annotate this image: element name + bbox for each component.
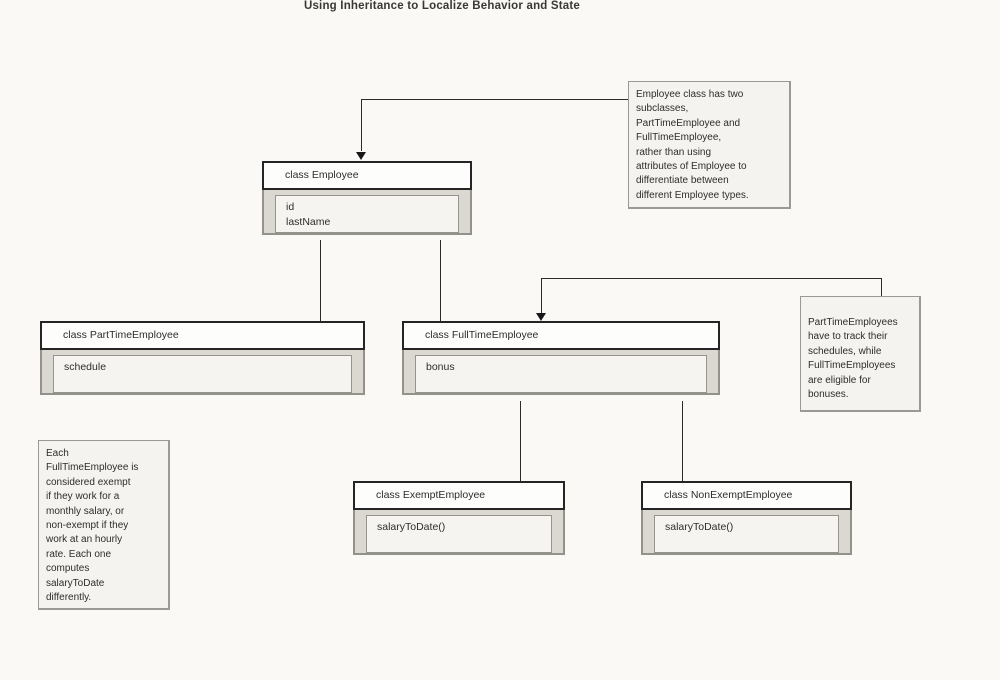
class-members: id lastName — [275, 195, 459, 233]
connector-note-to-fulltime — [881, 278, 882, 296]
class-members: schedule — [53, 355, 352, 393]
class-members: salaryToDate() — [366, 515, 552, 553]
note-exempt-nonexempt: Each FullTimeEmployee is considered exem… — [38, 440, 170, 610]
class-box-parttimeemployee: class PartTimeEmployee schedule — [40, 321, 365, 395]
class-header: class Employee — [262, 161, 472, 190]
class-box-exemptemployee: class ExemptEmployee salaryToDate() — [353, 481, 565, 555]
connector-note-to-fulltime — [541, 278, 542, 313]
class-body: salaryToDate() — [353, 510, 565, 555]
connector-fulltime-nonexempt — [682, 401, 683, 481]
class-header: class PartTimeEmployee — [40, 321, 365, 350]
class-header: class FullTimeEmployee — [402, 321, 720, 350]
connector-arrowhead-down-icon — [356, 152, 366, 160]
connector-employee-parttime — [320, 240, 321, 321]
class-body: salaryToDate() — [641, 510, 852, 555]
connector-employee-fulltime — [440, 240, 441, 321]
connector-note-to-fulltime — [541, 278, 882, 279]
class-box-fulltimeemployee: class FullTimeEmployee bonus — [402, 321, 720, 395]
connector-note-to-employee — [361, 99, 628, 100]
class-header: class NonExemptEmployee — [641, 481, 852, 510]
note-schedules-bonuses: PartTimeEmployees have to track their sc… — [800, 296, 921, 412]
connector-fulltime-exempt — [520, 401, 521, 481]
class-members: bonus — [415, 355, 707, 393]
class-box-nonexemptemployee: class NonExemptEmployee salaryToDate() — [641, 481, 852, 555]
class-body: bonus — [402, 350, 720, 395]
diagram-title: Using Inheritance to Localize Behavior a… — [303, 0, 581, 12]
class-box-employee: class Employee id lastName — [262, 161, 472, 235]
note-employee-subclasses: Employee class has two subclasses, PartT… — [628, 81, 791, 209]
class-header: class ExemptEmployee — [353, 481, 565, 510]
connector-note-to-employee — [361, 99, 362, 151]
class-body: id lastName — [262, 190, 472, 235]
connector-arrowhead-down-icon — [536, 313, 546, 321]
class-members: salaryToDate() — [654, 515, 839, 553]
class-body: schedule — [40, 350, 365, 395]
